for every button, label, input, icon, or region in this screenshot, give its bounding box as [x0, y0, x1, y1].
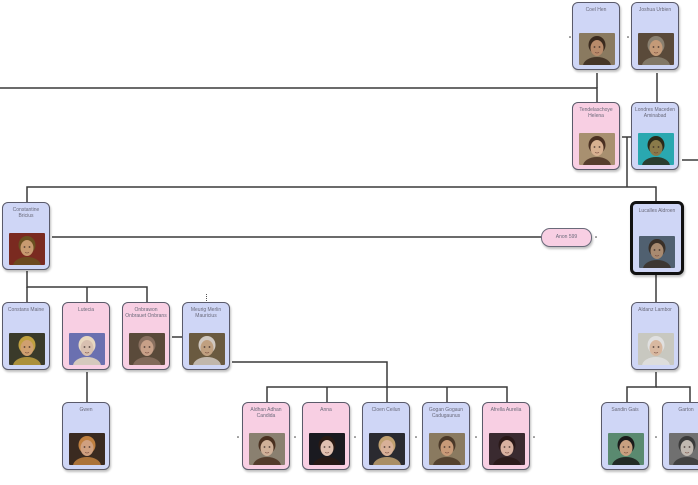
person-photo — [489, 433, 525, 465]
person-name: Afrella Aurelia — [490, 407, 522, 413]
person-photo — [9, 233, 45, 265]
connector-line — [0, 87, 598, 102]
connector-line — [232, 361, 388, 402]
person-photo — [638, 33, 674, 65]
person-photo — [249, 433, 285, 465]
person-name: Cloen Ceilun — [371, 407, 401, 413]
person-name: Anna — [320, 407, 332, 413]
connector-line — [26, 186, 657, 202]
person-photo — [429, 433, 465, 465]
spouse-pill[interactable]: Anon 599 — [541, 228, 592, 247]
person-card-anna[interactable]: Anna — [302, 402, 350, 470]
person-name: Lutecia — [77, 307, 95, 313]
person-card-constans[interactable]: Constans Maine — [2, 302, 50, 370]
person-card-londres[interactable]: Londres Maceden Aminabad — [631, 102, 679, 170]
person-photo — [9, 333, 45, 365]
person-name: Gogan Gogaun Cadugaunus — [428, 407, 464, 419]
person-name: Meurig Merlin Mauricius — [190, 307, 222, 319]
person-card-aldhan[interactable]: Aldhan Adhan Candida — [242, 402, 290, 470]
person-name: Londres Maceden Aminabad — [634, 107, 676, 119]
person-name: Constantine Bricius — [12, 207, 40, 219]
person-photo — [69, 333, 105, 365]
person-name: Onbrawon Onbrauet Onbrans — [125, 307, 167, 319]
person-name: Tendelaschoye Helena — [579, 107, 613, 119]
connector-line — [266, 386, 508, 402]
person-photo — [639, 236, 675, 268]
person-photo — [638, 133, 674, 165]
person-photo — [669, 433, 698, 465]
person-photo — [129, 333, 165, 365]
person-card-garton[interactable]: Garton — [662, 402, 698, 470]
person-name: Constans Maine — [7, 307, 45, 313]
person-card-coel[interactable]: Coel Hen — [572, 2, 620, 70]
person-photo — [638, 333, 674, 365]
person-card-sandin[interactable]: Sandin Gais — [601, 402, 649, 470]
person-name: Garton — [678, 407, 694, 413]
person-photo — [579, 33, 615, 65]
person-name: Aldanz Lambor — [638, 307, 672, 313]
person-card-onbrawon[interactable]: Onbrawon Onbrauet Onbrans — [122, 302, 170, 370]
person-card-lucalles[interactable]: Lucalles Aldroen — [630, 201, 684, 275]
person-photo — [369, 433, 405, 465]
person-card-afrella[interactable]: Afrella Aurelia — [482, 402, 530, 470]
person-card-lutecia[interactable]: Lutecia — [62, 302, 110, 370]
person-card-joshua[interactable]: Joshua Urbien — [631, 2, 679, 70]
person-card-aldanz[interactable]: Aldanz Lambor — [631, 302, 679, 370]
person-name: Gwen — [79, 407, 93, 413]
person-name: Lucalles Aldroen — [638, 208, 676, 214]
person-photo — [189, 333, 225, 365]
person-photo — [309, 433, 345, 465]
connector-line — [656, 386, 691, 402]
more-indicator — [206, 294, 208, 301]
person-card-gogan[interactable]: Gogan Gogaun Cadugaunus — [422, 402, 470, 470]
person-card-meurig[interactable]: Meurig Merlin Mauricius — [182, 302, 230, 370]
person-name: Joshua Urbien — [638, 7, 672, 13]
person-card-constantine[interactable]: Constantine Bricius — [2, 202, 50, 270]
person-name: Coel Hen — [585, 7, 607, 13]
person-name: Sandin Gais — [611, 407, 639, 413]
person-photo — [69, 433, 105, 465]
person-card-tendelaschoye[interactable]: Tendelaschoye Helena — [572, 102, 620, 170]
person-name: Aldhan Adhan Candida — [250, 407, 282, 419]
person-photo — [608, 433, 644, 465]
connector-line — [626, 372, 657, 402]
person-card-gwen[interactable]: Gwen — [62, 402, 110, 470]
person-card-cloen[interactable]: Cloen Ceilun — [362, 402, 410, 470]
person-photo — [579, 133, 615, 165]
